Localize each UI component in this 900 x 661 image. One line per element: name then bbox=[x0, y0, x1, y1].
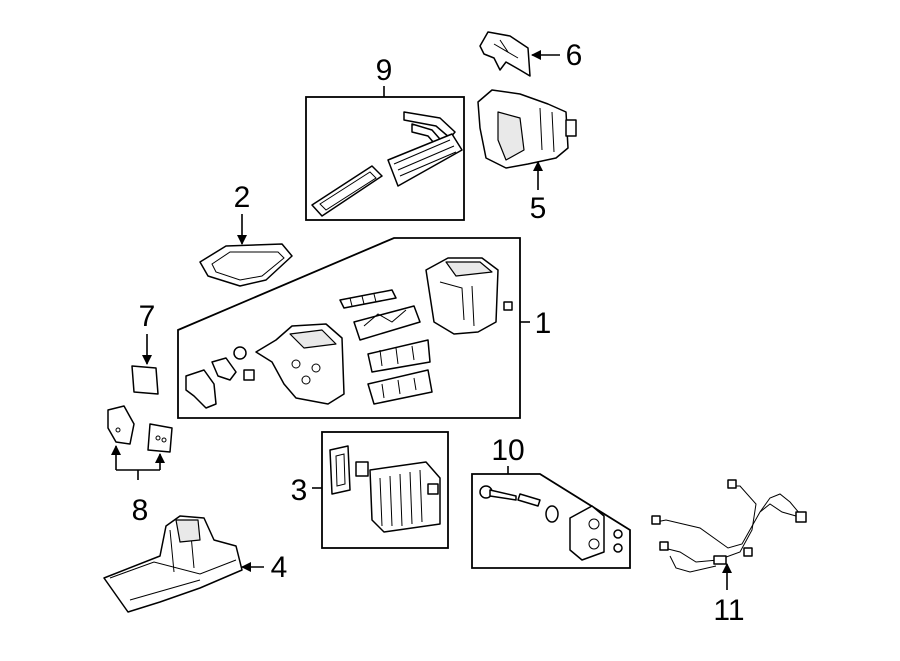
part-9-heater-core-group bbox=[305, 86, 465, 221]
callout-3: 3 bbox=[291, 474, 308, 507]
callout-2: 2 bbox=[234, 181, 251, 214]
callout-11: 11 bbox=[713, 594, 744, 627]
part-10-hardware-group bbox=[471, 473, 631, 569]
callout-8: 8 bbox=[132, 494, 149, 527]
callout-4: 4 bbox=[271, 551, 288, 584]
callout-7: 7 bbox=[139, 300, 156, 333]
leader-8 bbox=[116, 469, 160, 480]
callout-9: 9 bbox=[376, 54, 393, 87]
part-7-pad bbox=[131, 365, 159, 395]
part-6-cover bbox=[479, 31, 531, 77]
callout-5: 5 bbox=[530, 192, 547, 225]
part-4-floor-duct bbox=[103, 515, 243, 613]
part-2-duct bbox=[199, 243, 293, 287]
part-8-pads bbox=[107, 405, 173, 453]
heater-core bbox=[387, 133, 463, 187]
heater-core-seal bbox=[311, 165, 383, 217]
part-1-hvac-group bbox=[177, 237, 521, 419]
callout-1: 1 bbox=[535, 307, 552, 340]
part-11-wiring-harness bbox=[651, 479, 807, 573]
callout-6: 6 bbox=[566, 39, 583, 72]
callout-10: 10 bbox=[491, 434, 524, 467]
part-5-housing bbox=[477, 89, 577, 169]
part-3-evaporator-group bbox=[321, 431, 449, 549]
